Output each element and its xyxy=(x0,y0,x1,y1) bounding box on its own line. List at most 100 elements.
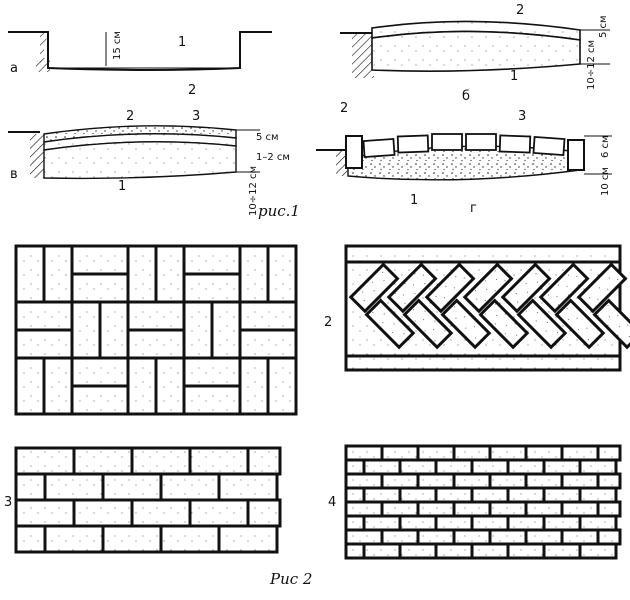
brick xyxy=(398,514,438,532)
brick xyxy=(182,384,242,416)
brick xyxy=(43,524,105,554)
brick xyxy=(344,528,384,546)
brick xyxy=(188,446,250,476)
brick xyxy=(398,458,438,476)
panel-g-num-2: 2 xyxy=(340,101,348,116)
panel-a-num-2: 2 xyxy=(188,83,196,98)
brick xyxy=(452,528,492,546)
brick xyxy=(578,458,618,476)
brick xyxy=(126,244,158,304)
brick xyxy=(542,486,582,504)
brick xyxy=(398,542,438,560)
brick xyxy=(182,272,242,304)
brick xyxy=(154,356,186,416)
brick xyxy=(470,458,510,476)
brick xyxy=(416,472,456,490)
brick xyxy=(344,500,384,518)
brick xyxy=(488,528,528,546)
brick xyxy=(596,528,622,546)
pattern-4-label: 4 xyxy=(328,495,336,510)
brick xyxy=(246,446,282,476)
brick xyxy=(266,356,298,416)
brick xyxy=(452,472,492,490)
pattern-basketweave xyxy=(14,244,298,416)
brick xyxy=(14,244,46,304)
brick xyxy=(362,486,402,504)
brick xyxy=(130,446,192,476)
brick xyxy=(578,514,618,532)
brick xyxy=(14,300,74,332)
panel-v-num-1: 1 xyxy=(118,179,126,194)
brick xyxy=(524,528,564,546)
brick xyxy=(217,472,279,502)
brick xyxy=(434,514,474,532)
brick xyxy=(14,524,47,554)
panel-v-letter: в xyxy=(10,167,18,182)
brick xyxy=(70,272,130,304)
brick xyxy=(434,458,474,476)
brick xyxy=(72,498,134,528)
brick xyxy=(344,472,384,490)
brick xyxy=(154,244,186,304)
brick xyxy=(386,262,438,314)
brick xyxy=(542,514,582,532)
panel-a-letter: а xyxy=(10,61,18,76)
brick xyxy=(344,542,366,560)
brick xyxy=(380,472,420,490)
panel-v-dim-bottom: 10÷12 см xyxy=(248,166,259,216)
panel-b-letter: б xyxy=(462,89,470,104)
brick xyxy=(380,528,420,546)
pattern-3-label: 3 xyxy=(4,495,12,510)
brick xyxy=(578,542,618,560)
brick xyxy=(380,444,420,462)
pattern-herringbone: 2 xyxy=(324,244,630,372)
brick xyxy=(452,500,492,518)
brick xyxy=(246,498,282,528)
brick xyxy=(538,262,590,314)
brick xyxy=(524,472,564,490)
brick xyxy=(362,542,402,560)
brick xyxy=(416,500,456,518)
brick xyxy=(14,328,74,360)
panel-a-num-1: 1 xyxy=(178,35,186,50)
fig1-panel-v: 5 см 1–2 см 10÷12 см в 2 3 1 xyxy=(8,109,290,216)
panel-v-num-3: 3 xyxy=(192,109,200,124)
panel-a-dim: 15 см xyxy=(112,31,123,60)
brick xyxy=(43,472,105,502)
brick xyxy=(126,328,186,360)
pattern-small-bond: 4 xyxy=(328,444,622,560)
brick xyxy=(506,542,546,560)
brick xyxy=(344,458,366,476)
brick xyxy=(182,356,242,388)
brick xyxy=(101,472,163,502)
brick xyxy=(159,524,221,554)
panel-g-num-3: 3 xyxy=(518,109,526,124)
brick xyxy=(238,328,298,360)
brick xyxy=(362,458,402,476)
brick xyxy=(344,444,384,462)
brick xyxy=(488,472,528,490)
brick xyxy=(188,498,250,528)
brick xyxy=(470,542,510,560)
brick xyxy=(238,356,270,416)
brick xyxy=(560,528,600,546)
brick xyxy=(478,298,530,350)
brick xyxy=(70,244,130,276)
brick xyxy=(470,514,510,532)
brick xyxy=(506,486,546,504)
brick xyxy=(596,444,622,462)
brick xyxy=(488,444,528,462)
fig1-panel-g: 6 см 10 см 2 3 1 г xyxy=(316,101,612,216)
brick xyxy=(70,384,130,416)
brick xyxy=(506,458,546,476)
brick xyxy=(238,300,298,332)
brick xyxy=(524,444,564,462)
brick xyxy=(500,262,552,314)
brick xyxy=(542,542,582,560)
panel-b-num-1: 1 xyxy=(510,69,518,84)
brick xyxy=(434,542,474,560)
brick xyxy=(380,500,420,518)
brick xyxy=(101,524,163,554)
brick xyxy=(42,244,74,304)
brick xyxy=(14,446,76,476)
